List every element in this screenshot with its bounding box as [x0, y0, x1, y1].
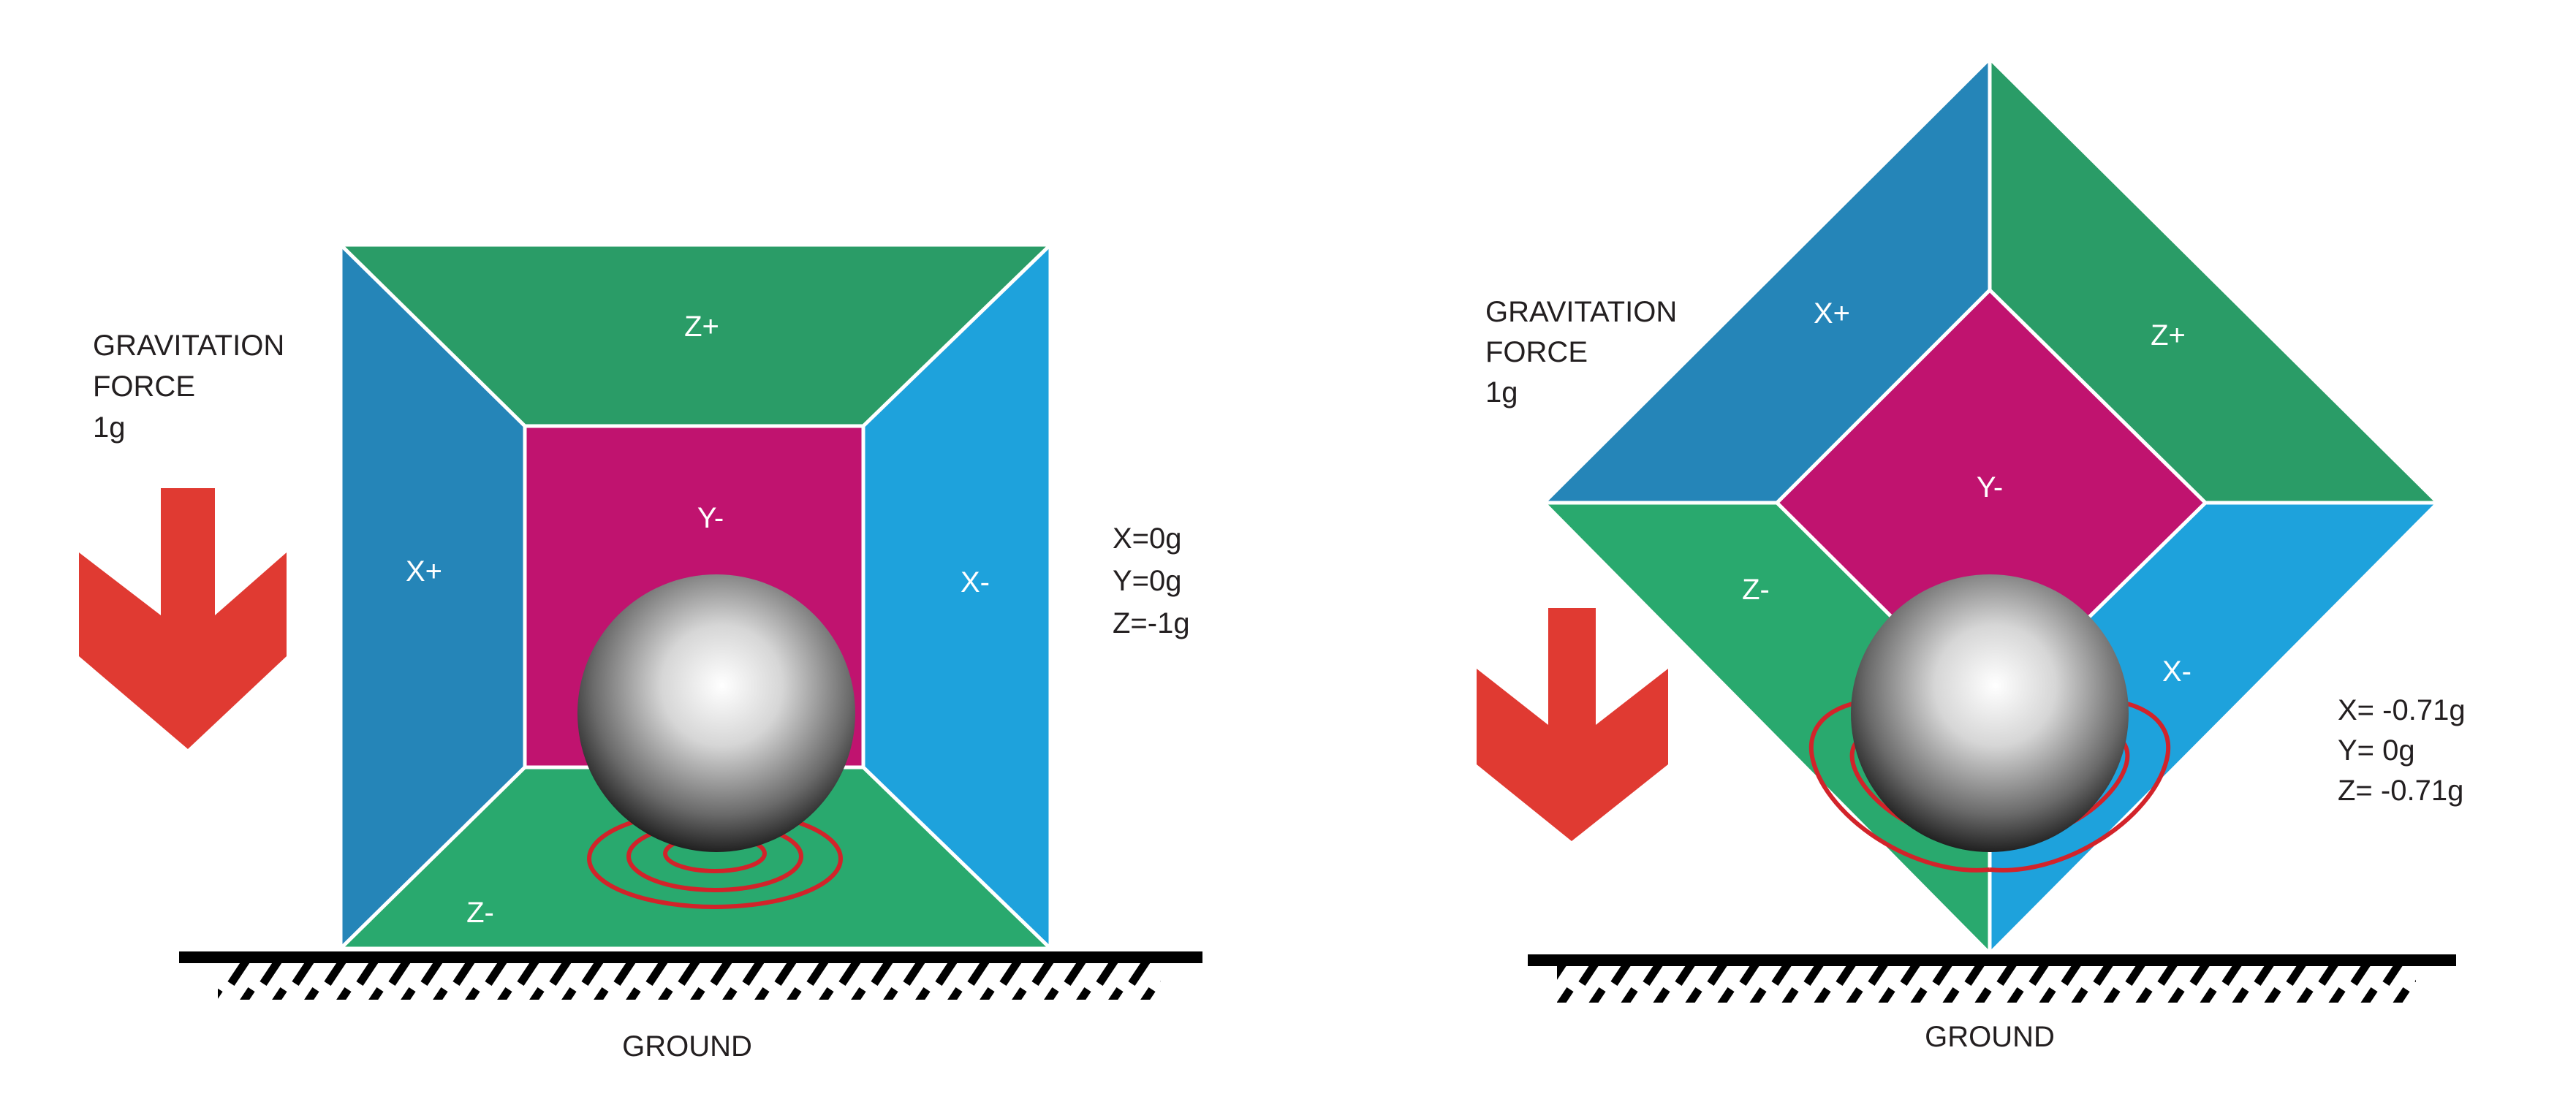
face-label-y-minus: Y- [1977, 471, 2003, 503]
readout-x: X= -0.71g [2338, 694, 2466, 726]
ground-right [1528, 954, 2456, 1003]
proof-mass-ball [1851, 574, 2129, 852]
proof-mass-ball [577, 574, 855, 852]
ground-left [179, 951, 1202, 1000]
face-label-z-minus: Z- [1742, 574, 1770, 606]
face-label-z-plus: Z+ [684, 311, 719, 343]
gravity-arrow-icon [79, 488, 287, 749]
readout-z: Z=-1g [1113, 607, 1190, 639]
face-label-x-plus: X+ [406, 555, 442, 588]
ground-label: GROUND [622, 1030, 752, 1063]
face-label-y-minus: Y- [697, 502, 724, 534]
gravity-label-line2: FORCE [93, 370, 195, 403]
gravity-arrow-icon [1477, 608, 1668, 841]
left-panel: GRAVITATION FORCE 1g Z+ Y- X+ X- Z- [79, 240, 1202, 1063]
face-label-x-minus: X- [2162, 656, 2192, 688]
face-label-z-plus: Z+ [2151, 319, 2186, 352]
ground-label: GROUND [1925, 1021, 2055, 1053]
readout-y: Y=0g [1113, 565, 1182, 597]
face-label-z-minus: Z- [466, 897, 494, 929]
gravity-label-line1: GRAVITATION [93, 330, 284, 362]
right-panel: GRAVITATION FORCE 1g X+ Z+ Y- Z- X- [1477, 53, 2466, 1053]
readout-y: Y= 0g [2338, 734, 2415, 767]
readout-x: X=0g [1113, 522, 1182, 555]
gravity-label-line3: 1g [93, 411, 126, 444]
face-label-x-plus: X+ [1814, 297, 1850, 330]
gravity-label-line2: FORCE [1485, 336, 1588, 368]
gravity-label-line1: GRAVITATION [1485, 296, 1677, 328]
face-label-x-minus: X- [961, 566, 990, 598]
readout-z: Z= -0.71g [2338, 775, 2463, 807]
gravity-label-line3: 1g [1485, 376, 1518, 408]
